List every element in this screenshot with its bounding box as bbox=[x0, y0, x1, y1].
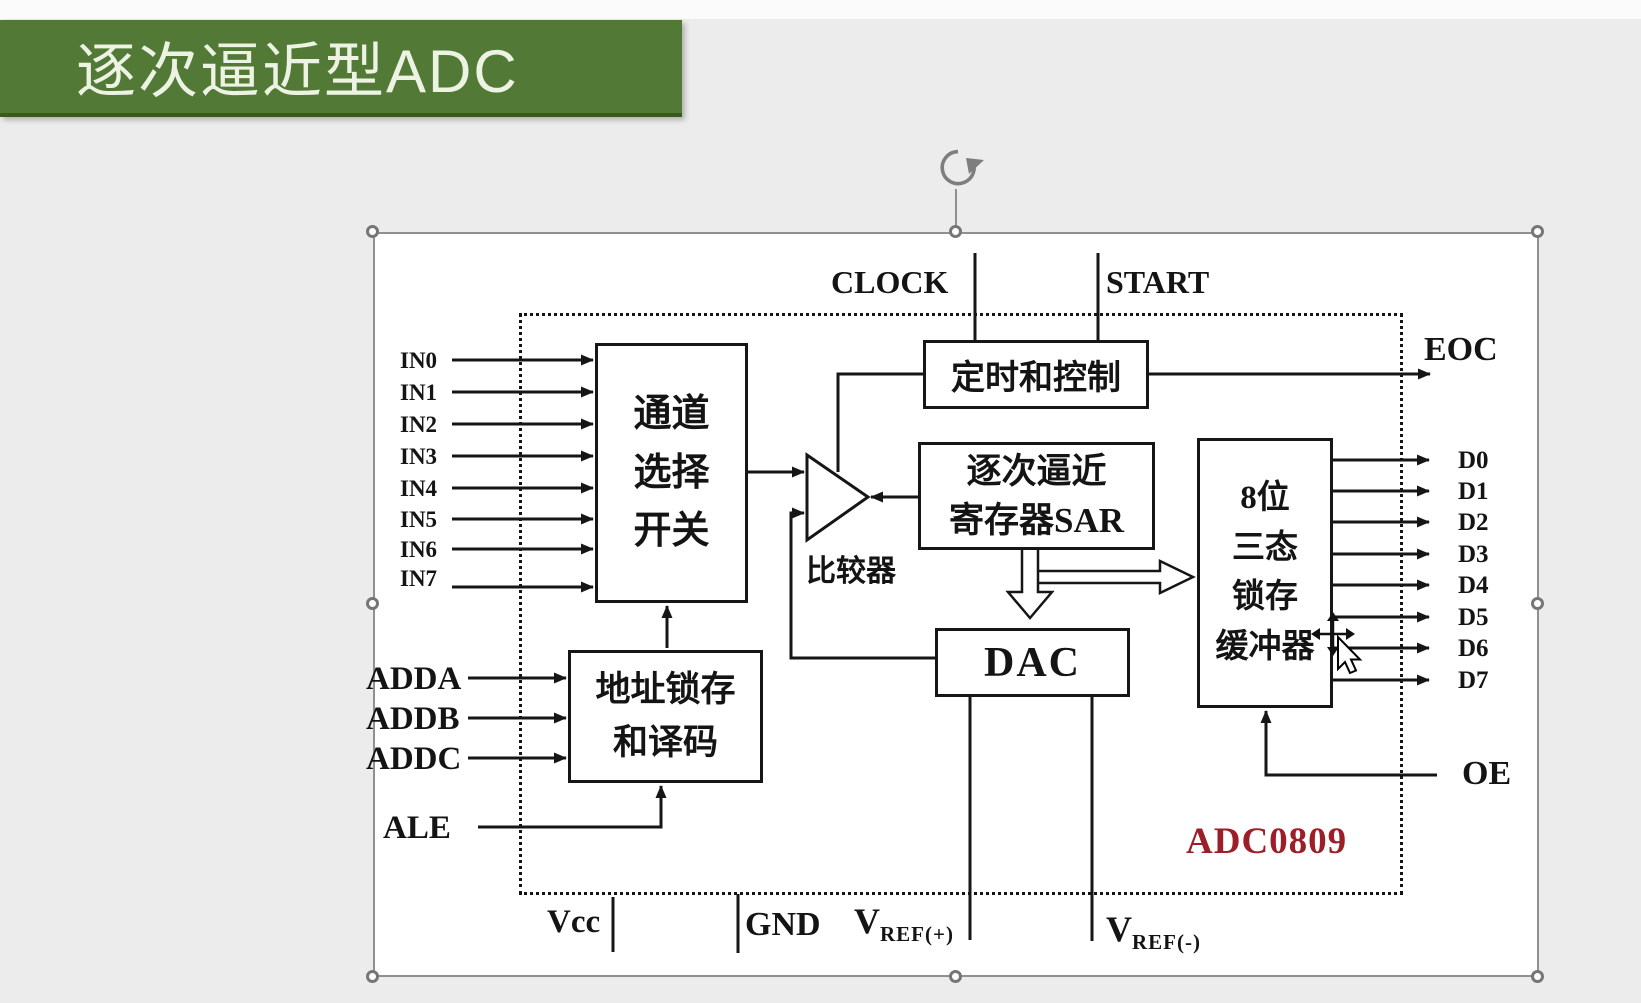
pin-label-d1: D1 bbox=[1458, 478, 1489, 505]
pin-label-in7: IN7 bbox=[400, 566, 438, 591]
pin-label-adda: ADDA bbox=[366, 661, 462, 697]
pin-label-vcc: Vcc bbox=[547, 904, 601, 940]
pin-label-in4: IN4 bbox=[400, 476, 438, 501]
rotation-handle-icon[interactable] bbox=[940, 149, 984, 186]
slide-title: 逐次逼近型ADC bbox=[76, 38, 519, 105]
rotation-handle-stem bbox=[955, 189, 957, 226]
wire-dac-to-comparator bbox=[789, 507, 935, 660]
comparator-label: 比较器 bbox=[806, 555, 896, 588]
pin-label-oe: OE bbox=[1462, 755, 1512, 792]
pointer-cursor-icon bbox=[1337, 634, 1363, 675]
pin-label-eoc: EOC bbox=[1424, 331, 1498, 368]
pin-label-d0: D0 bbox=[1458, 447, 1489, 474]
bus-arrow-sar-to-dac bbox=[1005, 550, 1055, 620]
wire-timing-to-comparator bbox=[836, 372, 923, 472]
pin-label-addc: ADDC bbox=[366, 741, 462, 777]
bus-arrow-sar-to-latch bbox=[1038, 559, 1196, 595]
pin-label-d2: D2 bbox=[1458, 509, 1489, 536]
selection-handle-mid-right[interactable] bbox=[1531, 597, 1544, 610]
move-cursor-icon bbox=[1311, 612, 1355, 656]
pin-label-start: START bbox=[1106, 264, 1210, 300]
block-address-latch-decoder: 地址锁存 和译码 bbox=[568, 650, 763, 783]
selection-handle-top-right[interactable] bbox=[1531, 225, 1544, 238]
chip-name-label: ADC0809 bbox=[1186, 821, 1348, 862]
page-top-strip bbox=[0, 0, 1641, 19]
block-sar-register: 逐次逼近 寄存器SAR bbox=[918, 442, 1155, 550]
selection-handle-mid-left[interactable] bbox=[366, 597, 379, 610]
pin-label-in6: IN6 bbox=[400, 537, 438, 562]
pin-label-d3: D3 bbox=[1458, 541, 1489, 568]
selection-handle-bottom-center[interactable] bbox=[949, 970, 962, 983]
pin-label-gnd: GND bbox=[745, 906, 821, 943]
pin-label-in5: IN5 bbox=[400, 507, 438, 532]
adc0809-chip-dotted-border bbox=[519, 313, 1403, 895]
selection-handle-bottom-right[interactable] bbox=[1531, 970, 1544, 983]
block-timing-control: 定时和控制 bbox=[923, 340, 1149, 409]
wire-ale bbox=[478, 785, 667, 829]
pin-label-ale: ALE bbox=[383, 810, 451, 846]
pin-label-d5: D5 bbox=[1458, 604, 1489, 631]
block-channel-select-switch: 通道 选择 开关 bbox=[595, 343, 748, 603]
pin-label-d4: D4 bbox=[1458, 572, 1489, 599]
pin-label-vref-pos: VREF(+) bbox=[854, 901, 954, 946]
block-tristate-latch-buffer: 8位 三态 锁存 缓冲器 bbox=[1197, 438, 1333, 708]
block-dac: DAC bbox=[935, 628, 1130, 697]
pin-label-d6: D6 bbox=[1458, 635, 1489, 662]
selection-handle-top-left[interactable] bbox=[366, 225, 379, 238]
pin-label-in1: IN1 bbox=[400, 380, 438, 405]
pin-label-addb: ADDB bbox=[366, 701, 460, 737]
pin-label-in0: IN0 bbox=[400, 348, 438, 373]
pin-label-in2: IN2 bbox=[400, 412, 438, 437]
selection-handle-bottom-left[interactable] bbox=[366, 970, 379, 983]
wire-oe bbox=[1260, 710, 1437, 777]
selection-handle-top-center[interactable] bbox=[949, 225, 962, 238]
pin-label-vref-neg: VREF(-) bbox=[1106, 909, 1201, 954]
comparator-triangle bbox=[805, 452, 871, 543]
pin-label-d7: D7 bbox=[1458, 667, 1489, 694]
pin-label-in3: IN3 bbox=[400, 444, 438, 469]
slide-title-banner: 逐次逼近型ADC bbox=[0, 20, 682, 117]
pin-label-clock: CLOCK bbox=[831, 264, 949, 300]
